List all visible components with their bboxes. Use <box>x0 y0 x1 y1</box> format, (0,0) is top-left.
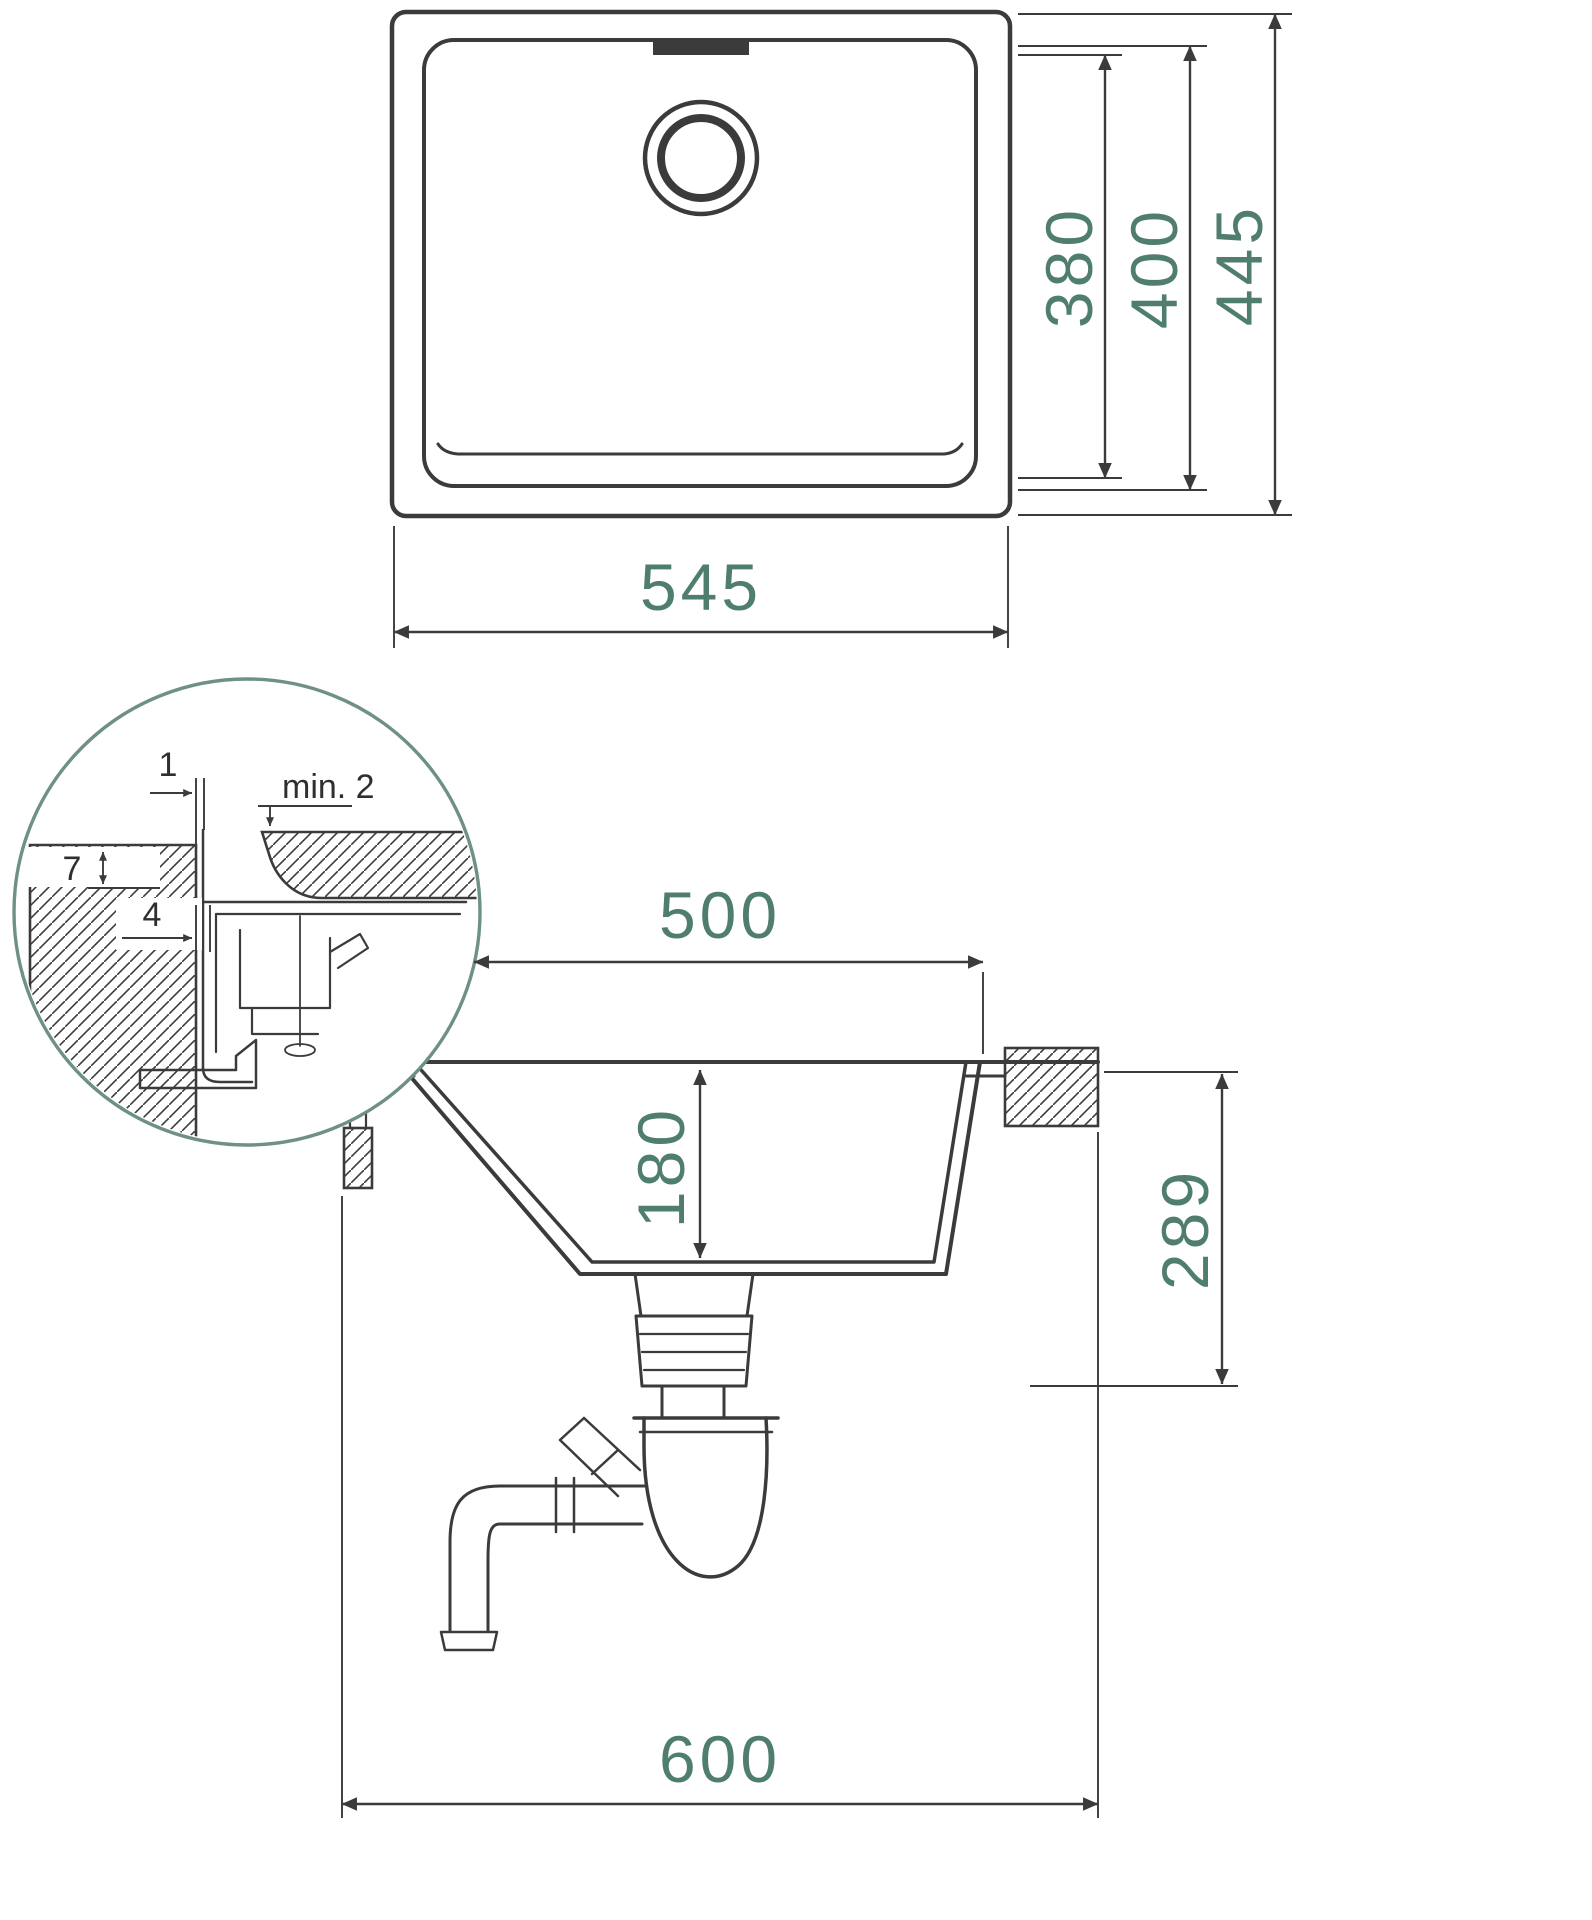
inlet-branch-nut <box>590 1448 620 1476</box>
drain-outer-ring <box>642 99 760 217</box>
dim-mid-height-400: 400 <box>1018 45 1207 491</box>
clamp-hook <box>328 932 370 970</box>
dim-reveal-1: 1 <box>150 746 205 848</box>
sink-outer-edge <box>389 9 1013 519</box>
dim-inner-width-500: 500 <box>473 878 984 1054</box>
sink-basin-rim <box>422 38 978 488</box>
dim-label-445: 445 <box>1202 204 1276 326</box>
dim-label-289: 289 <box>1148 1168 1222 1290</box>
top-view <box>389 9 1013 519</box>
elbow-inner <box>486 1522 502 1632</box>
section-view <box>338 1046 1100 1652</box>
dim-edge-offset-4: 4 <box>122 896 211 952</box>
clamp-bracket <box>238 928 332 1010</box>
drain-body <box>633 1272 755 1318</box>
dim-bowl-depth-180: 180 <box>624 1069 707 1259</box>
basin-bottom-crease <box>436 442 964 456</box>
drain-inner-ring <box>657 114 745 202</box>
rebate-notch <box>28 847 160 887</box>
dim-label-400: 400 <box>1117 207 1191 329</box>
dim-label-4: 4 <box>143 896 162 934</box>
dim-cabinet-width-600: 600 <box>341 1132 1099 1818</box>
dim-width-545: 545 <box>393 526 1009 648</box>
elbow-outer <box>448 1484 502 1632</box>
dim-label-500: 500 <box>659 878 781 952</box>
dim-outer-height-445: 445 <box>1018 13 1292 516</box>
dim-label-180: 180 <box>624 1106 698 1228</box>
left-clamp-section <box>342 1126 374 1190</box>
locknut-ribs <box>638 1332 750 1372</box>
dim-label-380: 380 <box>1032 206 1106 328</box>
clamp-bracket-lower <box>250 1006 320 1036</box>
inlet-branch <box>558 1416 642 1498</box>
dim-rebate-depth-7: 7 <box>63 850 107 888</box>
dim-label-7: 7 <box>63 850 82 888</box>
tailpipe <box>660 1384 726 1420</box>
countertop-detail-section <box>260 830 477 900</box>
dim-total-depth-289: 289 <box>1030 1071 1238 1387</box>
dim-inner-height-380: 380 <box>1018 54 1122 479</box>
bowl-inner-wall <box>412 1060 968 1264</box>
countertop-section <box>1003 1046 1100 1128</box>
trap-body <box>642 1416 769 1579</box>
dim-label-1: 1 <box>159 746 178 784</box>
elbow-outlet-cuff <box>439 1630 499 1652</box>
bowl-outer-wall <box>396 1060 982 1276</box>
clamp-screw-head <box>284 1043 316 1057</box>
dim-min-overhang: min. 2 <box>258 768 375 827</box>
overflow-slot <box>653 40 749 55</box>
pipe-union-nut <box>554 1476 576 1534</box>
dim-label-545: 545 <box>640 550 762 624</box>
drain-locknut <box>634 1314 754 1388</box>
dim-label-min2: min. 2 <box>282 768 375 806</box>
dim-label-600: 600 <box>659 1722 781 1796</box>
clamp-foot <box>138 1038 258 1090</box>
detail-view: 1 min. 2 7 4 <box>12 677 482 1147</box>
